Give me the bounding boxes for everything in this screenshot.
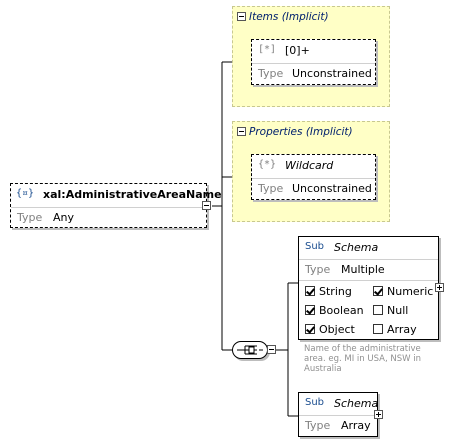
wildcard-icon: {*}: [258, 159, 277, 170]
type-label: Type: [258, 182, 284, 195]
description-line: area. eg. MI in USA, NSW in: [304, 354, 421, 364]
schema-title: Schema: [334, 397, 379, 410]
properties-group-title: Properties (Implicit): [249, 126, 353, 138]
schema-description: Name of the administrative area. eg. MI …: [304, 344, 421, 374]
array-icon: [*]: [258, 44, 277, 55]
checkbox-icon: [305, 286, 315, 296]
choice-compositor[interactable]: [232, 341, 268, 359]
root-element-name: xal:AdministrativeAreaName: [43, 188, 222, 201]
checkbox-icon: [305, 324, 315, 334]
sub-label: Sub: [305, 241, 325, 252]
checkbox-label: Null: [387, 304, 409, 317]
type-label: Type: [258, 67, 284, 80]
wildcard-name: Wildcard: [285, 159, 334, 172]
collapse-icon[interactable]: [267, 345, 276, 354]
type-checkbox-object[interactable]: Object: [305, 323, 355, 336]
type-checkbox-array[interactable]: Array: [373, 323, 417, 336]
checkbox-label: Numeric: [387, 285, 434, 298]
type-checkbox-boolean[interactable]: Boolean: [305, 304, 364, 317]
type-checkbox-numeric[interactable]: Numeric: [373, 285, 433, 298]
schema-node-2[interactable]: Sub Schema Type Array: [298, 392, 378, 437]
type-value: Multiple: [341, 263, 385, 276]
collapse-icon[interactable]: [202, 201, 211, 210]
type-checkbox-string[interactable]: String: [305, 285, 352, 298]
choice-compositor-icon: [237, 345, 263, 355]
checkbox-label: String: [319, 285, 352, 298]
expand-icon[interactable]: [374, 410, 383, 419]
description-line: Name of the administrative: [304, 344, 421, 354]
schema-title: Schema: [334, 241, 379, 254]
items-node[interactable]: [*] [0]+ Type Unconstrained: [251, 39, 376, 85]
items-name: [0]+: [285, 44, 310, 57]
type-label: Type: [305, 263, 331, 276]
properties-group: Properties (Implicit) {*} Wildcard Type …: [232, 121, 390, 222]
type-value: Unconstrained: [292, 67, 372, 80]
description-line: Australia: [304, 364, 342, 374]
type-value: Unconstrained: [292, 182, 372, 195]
type-checkbox-null[interactable]: Null: [373, 304, 408, 317]
type-label: Type: [17, 211, 43, 224]
checkbox-icon: [373, 324, 383, 334]
object-icon: {¤}: [16, 188, 35, 199]
checkbox-label: Boolean: [319, 304, 364, 317]
checkbox-icon: [305, 305, 315, 315]
checkbox-icon: [373, 286, 383, 296]
collapse-icon[interactable]: [237, 12, 246, 21]
sub-label: Sub: [305, 397, 325, 408]
root-element-node[interactable]: {¤} xal:AdministrativeAreaName Type Any: [10, 183, 222, 228]
type-label: Type: [305, 419, 331, 432]
wildcard-node[interactable]: {*} Wildcard Type Unconstrained: [251, 154, 376, 200]
items-group: Items (Implicit) [*] [0]+ Type Unconstra…: [232, 6, 390, 107]
type-value: Any: [53, 211, 75, 224]
checkbox-icon: [373, 305, 383, 315]
expand-icon[interactable]: [435, 283, 444, 292]
checkbox-label: Object: [319, 323, 355, 336]
collapse-icon[interactable]: [237, 127, 246, 136]
checkbox-label: Array: [387, 323, 417, 336]
schema-node-1[interactable]: Sub Schema Type Multiple String Numeric …: [298, 236, 439, 340]
items-group-title: Items (Implicit): [249, 11, 329, 23]
type-value: Array: [341, 419, 371, 432]
